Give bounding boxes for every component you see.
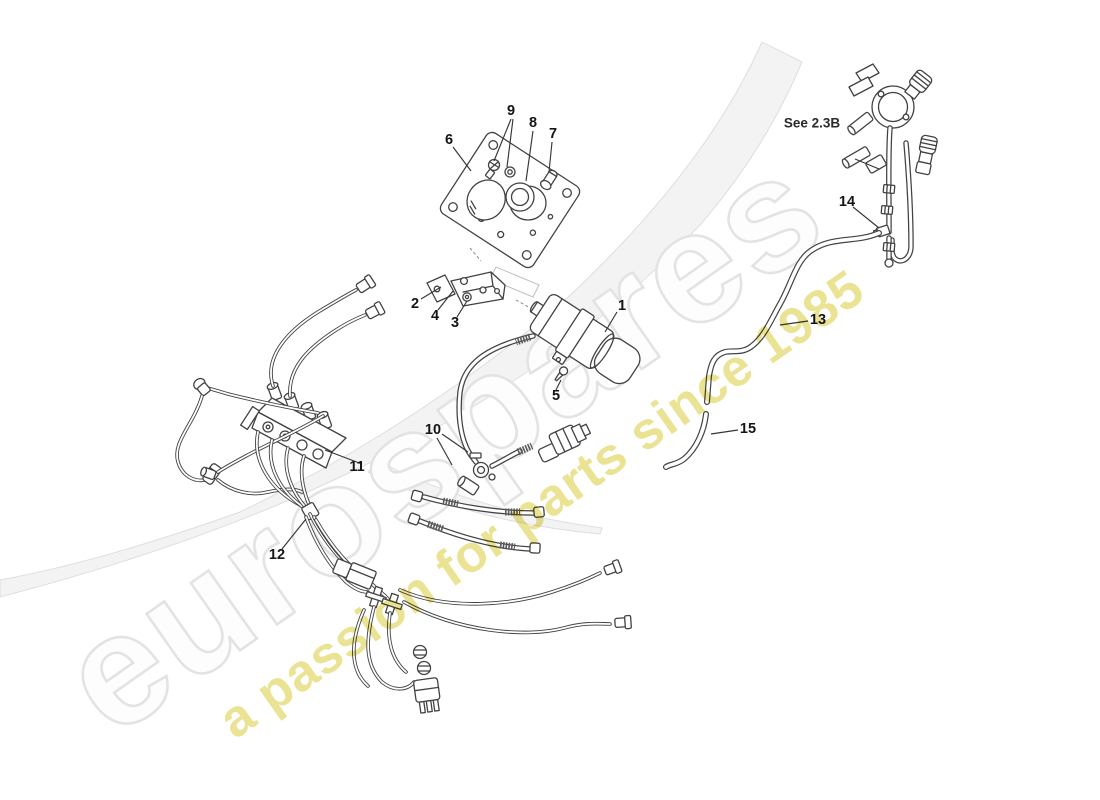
injector-assembly: [841, 63, 938, 268]
harness-valve: [332, 558, 377, 590]
brand-watermark: eurospares: [31, 118, 854, 768]
callout-12: 12: [268, 546, 286, 563]
leader-lines: [281, 118, 880, 550]
ht-leads: [175, 274, 386, 496]
callout-7: 7: [548, 125, 558, 142]
callout-5: 5: [551, 387, 561, 404]
vacuum-hoses: [407, 333, 592, 554]
callout-11: 11: [349, 458, 365, 475]
hose-connector-plug: [537, 423, 592, 463]
callout-13: 13: [809, 311, 827, 328]
wiring-harness: [255, 430, 632, 714]
mounting-plate: [439, 131, 581, 269]
t-fitting: [381, 592, 403, 616]
banjo-fitting: [539, 169, 558, 191]
callout-6: 6: [444, 131, 454, 148]
fuel-pipe: [704, 230, 882, 405]
callout-1: 1: [617, 297, 627, 314]
assembly-axis-dashes: [469, 247, 533, 310]
fuel-hose: [663, 411, 709, 470]
callout-3: 3: [450, 314, 460, 331]
callout-8: 8: [528, 114, 538, 131]
callout-10: 10: [424, 421, 442, 438]
see-reference-note: See 2.3B: [783, 115, 841, 131]
grommet: [505, 182, 547, 221]
callout-15: 15: [739, 420, 757, 437]
purge-valve: [529, 293, 641, 385]
plate-screws: [484, 158, 516, 180]
callout-2: 2: [410, 295, 420, 312]
callout-4: 4: [430, 307, 440, 324]
multi-pin-connector: [413, 677, 441, 714]
callout-9: 9: [506, 102, 516, 119]
callout-14: 14: [838, 193, 856, 210]
screw: [554, 366, 569, 382]
mounting-brackets: [426, 271, 506, 307]
